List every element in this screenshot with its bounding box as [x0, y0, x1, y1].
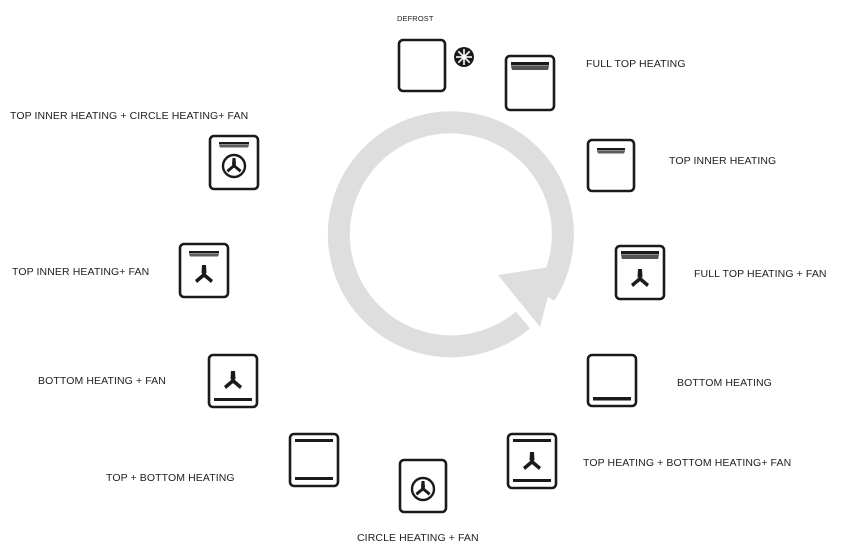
oven-top-inner-heating-icon [586, 138, 636, 193]
oven-bottom-heating-icon [586, 353, 638, 408]
mode-label: TOP INNER HEATING+ FAN [12, 266, 150, 278]
mode-label: DEFROST [397, 14, 434, 23]
oven-top-bottom-heating-icon [288, 432, 340, 488]
oven-top-inner-circle-heating-fan-icon [208, 134, 260, 191]
fan-icon [415, 481, 431, 496]
mode-label: TOP INNER HEATING [669, 155, 777, 167]
mode-label: TOP INNER HEATING + CIRCLE HEATING+ FAN [10, 110, 249, 122]
fan-icon [195, 265, 213, 283]
oven-bottom-heating-fan-icon [207, 353, 259, 409]
cycle-arrow-head [498, 266, 556, 327]
fan-icon [523, 452, 541, 470]
circle-heater-icon [410, 476, 436, 502]
mode-label: FULL TOP HEATING [586, 58, 686, 70]
fan-icon [226, 158, 242, 173]
oven-full-top-heating-fan-icon [614, 244, 666, 301]
oven-defrost-icon [397, 38, 447, 93]
fan-icon [631, 269, 649, 287]
circle-heater-icon [221, 153, 247, 179]
fan-icon [224, 371, 242, 389]
oven-circle-heating-fan-icon [398, 458, 448, 514]
oven-top-bottom-heating-fan-icon [506, 432, 558, 490]
mode-label: FULL TOP HEATING + FAN [694, 268, 827, 280]
mode-label: TOP + BOTTOM HEATING [106, 472, 235, 484]
mode-label: CIRCLE HEATING + FAN [357, 532, 479, 544]
mode-label: TOP HEATING + BOTTOM HEATING+ FAN [583, 457, 792, 469]
mode-label: BOTTOM HEATING + FAN [38, 375, 166, 387]
snowflake-icon [454, 47, 474, 67]
mode-label: BOTTOM HEATING [677, 377, 772, 389]
oven-top-inner-heating-fan-icon [178, 242, 230, 299]
oven-full-top-heating-icon [504, 54, 556, 112]
